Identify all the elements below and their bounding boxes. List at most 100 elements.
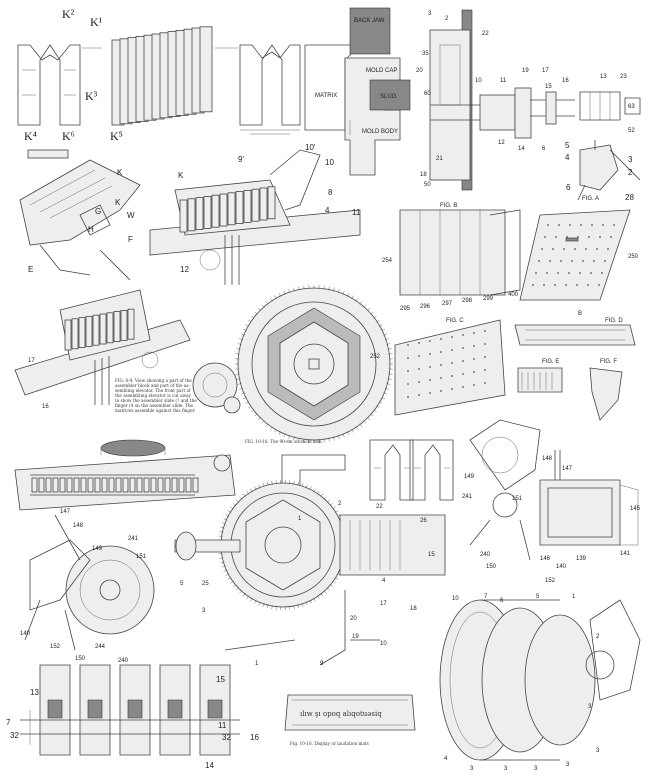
label-fig3-17: 18 — [420, 172, 427, 178]
label-17: 17 — [28, 358, 35, 364]
label-a28: 28 — [625, 193, 634, 202]
label-mold-cap: MOLD CAP — [366, 68, 397, 74]
label-10: 10 — [325, 158, 334, 167]
label-k-elevator: K — [178, 171, 184, 180]
label-fig16-1: 25 — [202, 581, 209, 587]
label-252: 252 — [370, 354, 381, 360]
label-fig3-13: 23 — [620, 74, 627, 80]
label-fig3-21: 6 — [542, 146, 546, 152]
label-295: 295 — [400, 306, 411, 312]
label-a5: 5 — [565, 141, 570, 150]
label-fig15-2: 149 — [92, 546, 103, 552]
label-299: 299 — [483, 296, 494, 302]
label-fig15-3: 241 — [128, 536, 139, 542]
label-fig15-8: 244 — [95, 644, 106, 650]
label-fig-a: FIG. A — [582, 196, 599, 202]
label-fig15-4: 151 — [136, 554, 147, 560]
label-fig15-0: 147 — [60, 509, 71, 515]
label-fig17-0: 10 — [452, 596, 459, 602]
label-32-left: 32 — [10, 731, 19, 740]
label-fig13-0: 147 — [562, 466, 573, 472]
label-a6: 6 — [566, 183, 571, 192]
label-400: 400 — [508, 292, 519, 298]
label-297: 297 — [442, 301, 453, 307]
fig-b-panel: FIG. B 254 295 296 297 298 299 400 — [382, 203, 521, 312]
perforated-plate-figure: 250 B — [519, 209, 639, 317]
matrix-pair-figure — [369, 439, 454, 501]
label-fig17-10: 3 — [534, 766, 538, 772]
label-fig15-6: 152 — [50, 644, 61, 650]
label-fig-f: FIG. F — [600, 359, 617, 365]
label-fig16-6: 26 — [420, 518, 427, 524]
label-7: 7 — [6, 718, 11, 727]
label-fig13-8: 146 — [540, 556, 551, 562]
label-fig-c: FIG. C — [446, 318, 464, 324]
label-8: 8 — [328, 188, 333, 197]
label-fig13-5: 145 — [630, 506, 641, 512]
caption-fig19: Fig. 10-16. Display or laudation mats — [290, 741, 369, 746]
label-fig17-1: 7 — [484, 594, 488, 600]
label-298: 298 — [462, 298, 473, 304]
label-fig16-13: 9 — [320, 661, 324, 667]
label-g: G — [95, 207, 101, 216]
label-fig3-5: 60 — [424, 91, 431, 97]
label-k1: K¹ — [90, 15, 103, 29]
label-k-top: K — [117, 168, 123, 177]
label-fig3-20: 14 — [518, 146, 525, 152]
label-slug: SLUG — [380, 94, 397, 100]
label-11: 11 — [352, 208, 361, 217]
caption-fig9-1: assembler block and part of the as- — [115, 383, 190, 388]
label-fig15-9: 240 — [118, 658, 129, 664]
label-fig13-2: 149 — [464, 474, 475, 480]
label-fig16-14: 10 — [380, 641, 387, 647]
assembler-slide-figure: 17 16 FIG. 8-4. View showing a part of t… — [14, 289, 197, 413]
label-fig13-1: 148 — [542, 456, 553, 462]
label-k5: K⁵ — [110, 129, 123, 143]
label-fig16-10: 18 — [410, 606, 417, 612]
display-slug-figure: ılıw şı opoq alıqotuəsiq Fig. 10-16. Dis… — [284, 694, 416, 746]
label-fig15-5: 140 — [20, 631, 31, 637]
label-fig15-1: 148 — [73, 523, 84, 529]
label-fig16-11: 20 — [350, 616, 357, 622]
label-32-right: 32 — [222, 733, 231, 742]
label-f: F — [128, 235, 133, 244]
label-fig3-18: 50 — [424, 182, 431, 188]
label-fig16-0: 5 — [180, 581, 184, 587]
mold-cross-section-figure: BACK JAW MOLD CAP MATRIX SLUG MOLD BODY — [304, 7, 411, 176]
label-matrix: MATRIX — [315, 93, 337, 99]
label-16-dim: 16 — [250, 733, 259, 742]
label-fig16-9: 17 — [380, 601, 387, 607]
label-16: 16 — [42, 404, 49, 410]
label-250: 250 — [628, 254, 639, 260]
label-fig17-6: 3 — [588, 704, 592, 710]
caption-fig9-0: FIG. 8-4. View showing a part of the — [115, 378, 192, 383]
label-b: B — [578, 311, 582, 317]
label-11: 11 — [218, 721, 227, 730]
label-fig13-3: 241 — [462, 494, 473, 500]
label-fig17-4: 1 — [572, 594, 576, 600]
label-back-jaw: BACK JAW — [354, 18, 385, 24]
six-mold-disk-figure: FIG. 10-16. The 90-em six-mold disk. — [192, 285, 393, 444]
label-fig16-8: 4 — [382, 578, 386, 584]
label-9prime: 9' — [238, 155, 244, 164]
label-fig3-1: 2 — [445, 16, 449, 22]
caption-fig10-0: FIG. 10-16. The 90-em six-mold disk. — [245, 439, 323, 444]
label-fig13-12: 152 — [545, 578, 556, 584]
label-mold-body: MOLD BODY — [362, 129, 398, 135]
label-296: 296 — [420, 304, 431, 310]
label-fig17-12: 3 — [596, 748, 600, 754]
fig-c-plate: FIG. C 252 — [370, 318, 506, 416]
label-fig16-2: 3 — [202, 608, 206, 614]
label-4: 4 — [325, 206, 330, 215]
label-fig17-3: 5 — [536, 594, 540, 600]
label-fig17-2: 6 — [500, 598, 504, 604]
caption-fig9-5: finger (4 on the assembler slide. The — [115, 403, 194, 408]
caption-fig9-2: sembling elevator. The front part of — [115, 388, 191, 393]
label-a4: 4 — [565, 153, 570, 162]
label-e: E — [28, 265, 33, 274]
label-fig-e: FIG. E — [542, 359, 559, 365]
